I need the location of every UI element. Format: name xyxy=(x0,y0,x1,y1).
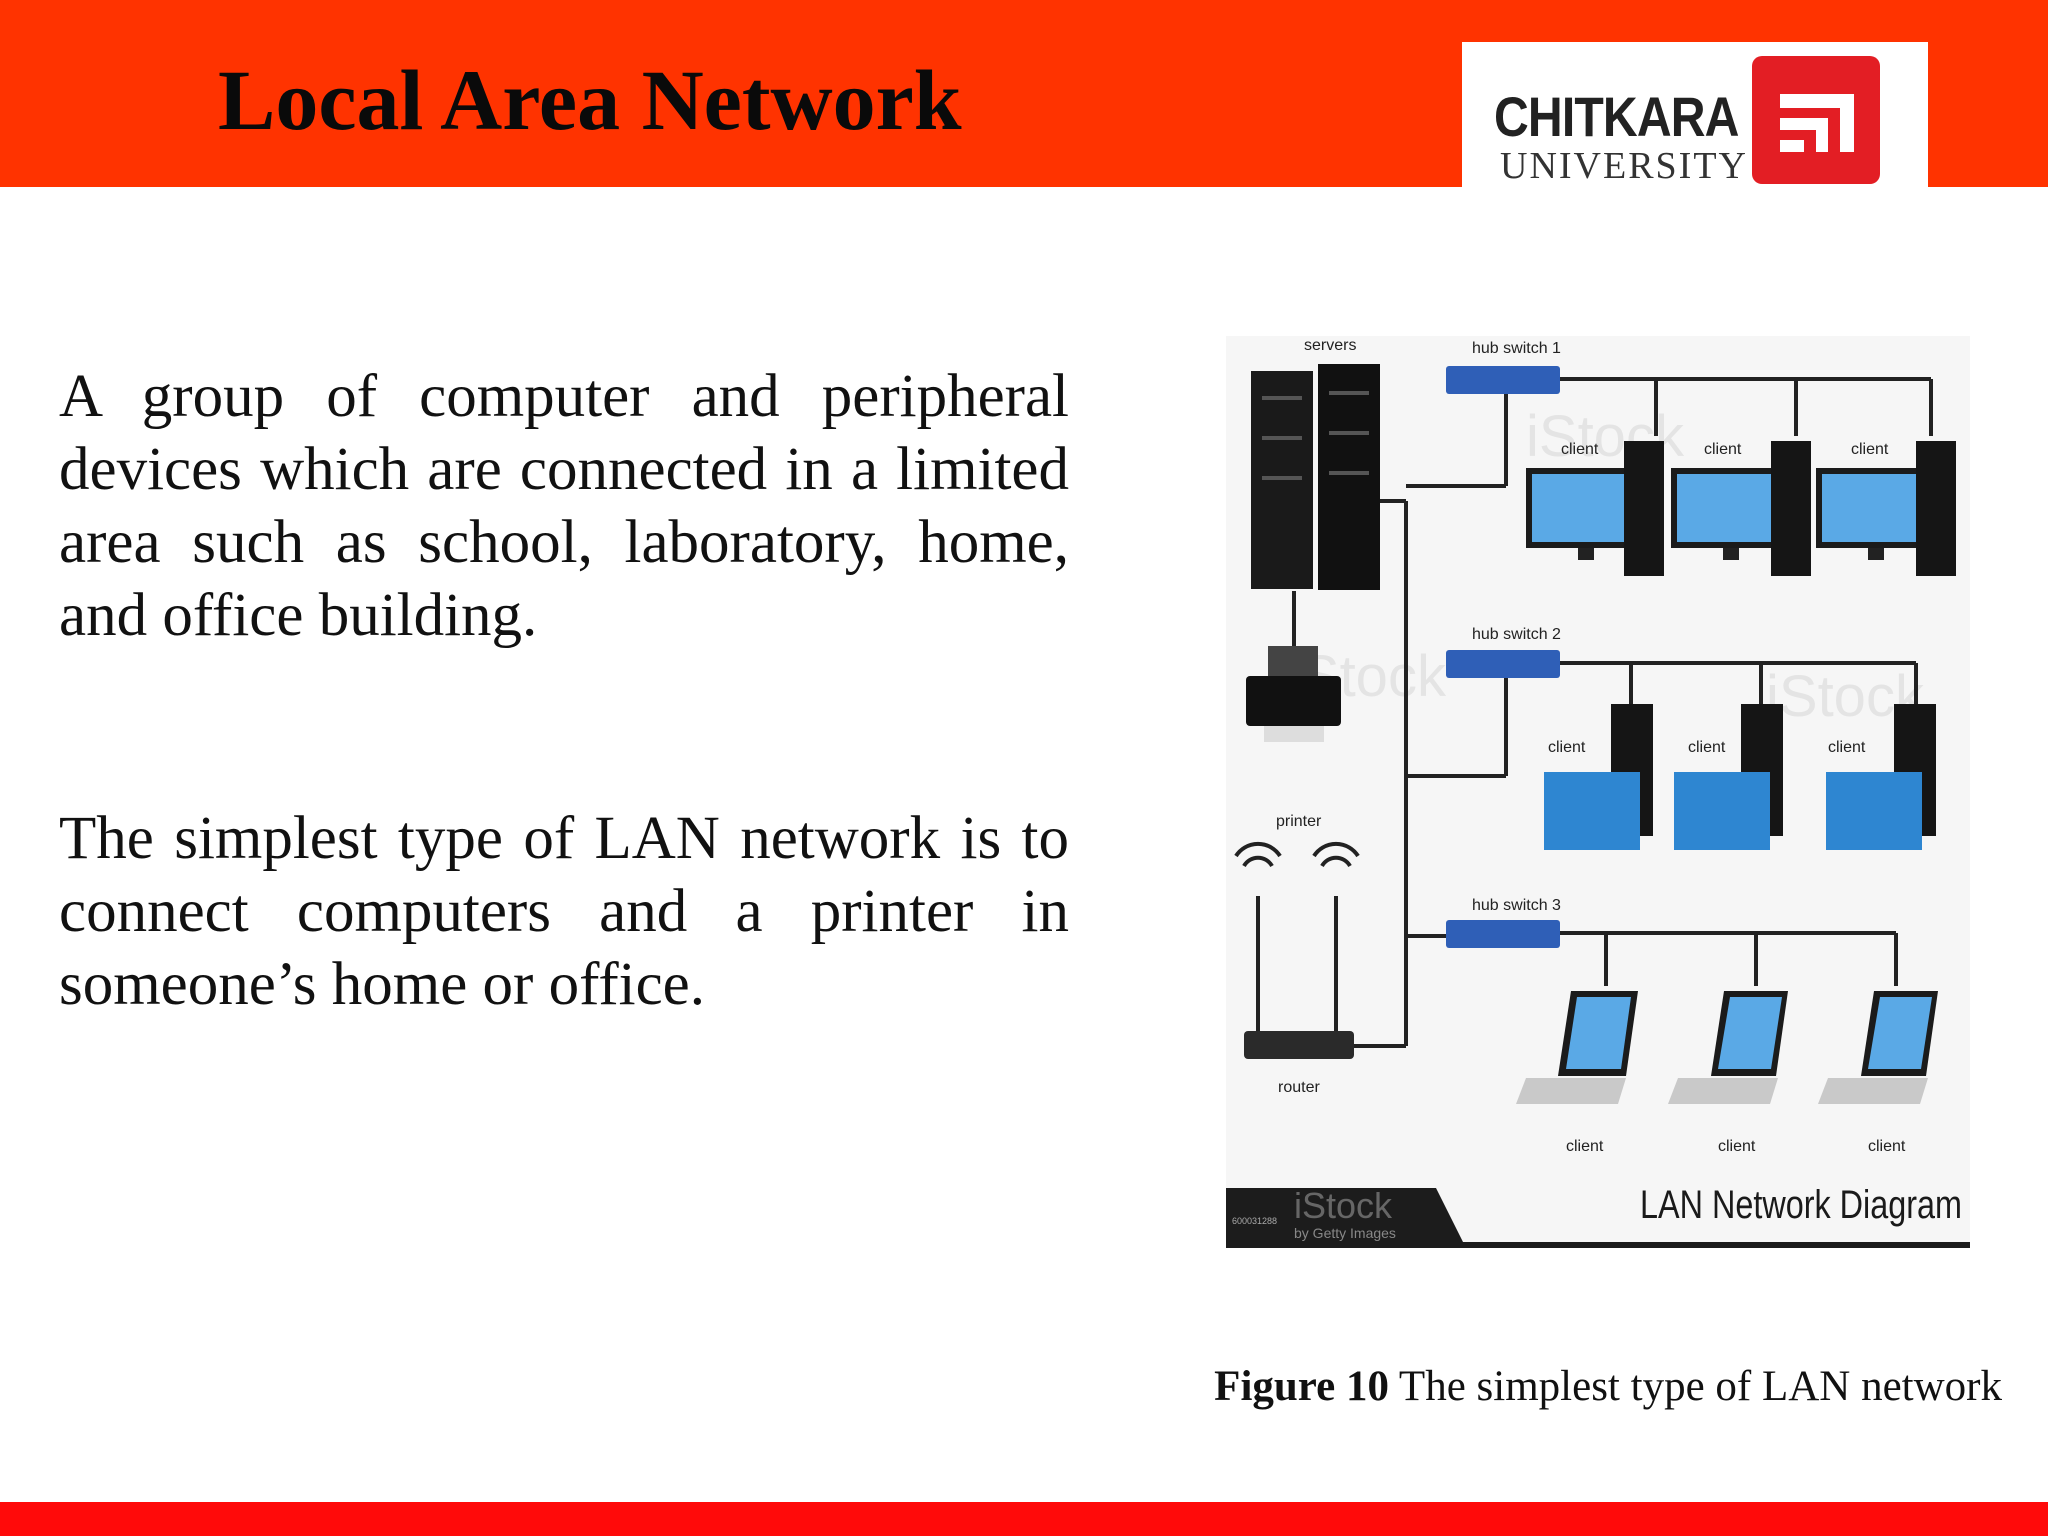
stock-banner xyxy=(1226,1188,1466,1248)
stock-watermark-sub: by Getty Images xyxy=(1294,1225,1396,1241)
desktop-client-icon xyxy=(1544,704,1653,850)
hub-switch-2-icon xyxy=(1446,650,1560,678)
client-label: client xyxy=(1548,739,1586,756)
diagram-title: LAN Network Diagram xyxy=(1640,1183,1962,1227)
laptop-client-icon xyxy=(1668,991,1788,1104)
figure-caption: Figure 10 The simplest type of LAN netwo… xyxy=(1166,1362,2002,1412)
router-label: router xyxy=(1278,1079,1320,1096)
hub-switch-1-label: hub switch 1 xyxy=(1472,340,1561,357)
paragraph-simplest-lan: The simplest type of LAN network is to c… xyxy=(59,805,1069,1018)
hub-switch-3-label: hub switch 3 xyxy=(1472,897,1561,914)
page-title: Local Area Network xyxy=(218,52,962,148)
logo-name: CHITKARA xyxy=(1494,85,1739,148)
laptop-client-icon xyxy=(1818,991,1938,1104)
laptop-client-icon xyxy=(1516,991,1638,1104)
servers-label: servers xyxy=(1304,337,1356,354)
desktop-client-icon xyxy=(1816,441,1956,576)
client-label: client xyxy=(1868,1138,1906,1155)
logo-subtitle: UNIVERSITY xyxy=(1500,145,1748,187)
client-label: client xyxy=(1566,1138,1604,1155)
client-label: client xyxy=(1688,739,1726,756)
hub-switch-2-label: hub switch 2 xyxy=(1472,626,1561,643)
printer-icon xyxy=(1246,646,1341,742)
printer-label: printer xyxy=(1276,813,1322,830)
figure-label: Figure 10 xyxy=(1214,1363,1389,1410)
desktop-client-icon xyxy=(1674,704,1783,850)
stock-id: 600031288 xyxy=(1232,1216,1277,1226)
footer-bar xyxy=(0,1502,2048,1536)
university-logo: CHITKARA UNIVERSITY xyxy=(1462,42,1928,187)
desktop-client-icon xyxy=(1826,704,1936,850)
client-label: client xyxy=(1704,441,1742,458)
client-label: client xyxy=(1828,739,1866,756)
lan-network-diagram: iStock iStock iStock servers xyxy=(1226,336,1970,1248)
router-icon xyxy=(1234,841,1360,1059)
logo-mark-icon xyxy=(1752,56,1880,184)
client-label: client xyxy=(1851,441,1889,458)
desktop-client-icon xyxy=(1671,441,1811,576)
client-label: client xyxy=(1718,1138,1756,1155)
server-icon xyxy=(1251,364,1380,590)
stock-watermark: iStock xyxy=(1294,1185,1393,1226)
hub-switch-3-icon xyxy=(1446,920,1560,948)
paragraph-definition: A group of computer and peripheral devic… xyxy=(59,363,1069,649)
desktop-client-icon xyxy=(1526,441,1664,576)
client-label: client xyxy=(1561,441,1599,458)
figure-caption-text: The simplest type of LAN network xyxy=(1388,1363,2002,1410)
hub-switch-1-icon xyxy=(1446,366,1560,394)
